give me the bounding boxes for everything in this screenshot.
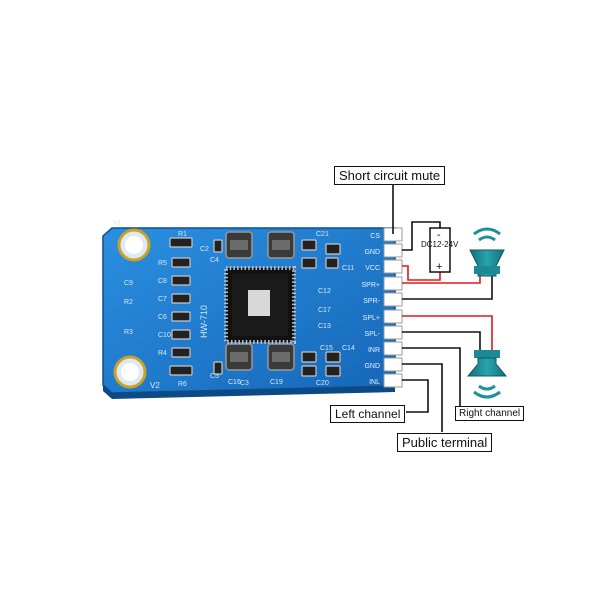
wire-inr (402, 347, 461, 408)
wire-power-positive (402, 265, 441, 281)
inductor (225, 343, 253, 371)
svg-text:C9: C9 (124, 280, 133, 287)
short-circuit-mute-label: Short circuit mute (334, 166, 446, 185)
amplifier-ic-chip: HW-710 (199, 266, 296, 344)
svg-text:C7: C7 (158, 296, 167, 303)
svg-text:C21: C21 (316, 231, 329, 238)
wire-inl (402, 379, 429, 413)
wiring (392, 184, 493, 432)
svg-text:C19: C19 (270, 379, 283, 386)
svg-text:VCC: VCC (365, 265, 380, 272)
pcb-board: V1 V2 R1 R5 R6 C9 C8 C7 C6 C5 C4 C3 C2 C… (102, 220, 403, 399)
sound-wave-icon (478, 384, 496, 391)
svg-text:C12: C12 (318, 288, 331, 295)
svg-text:R4: R4 (158, 350, 167, 357)
wire-spr-minus (402, 276, 493, 300)
wire-power-negative (402, 221, 441, 251)
power-supply: - + (429, 227, 451, 273)
sound-wave-icon (473, 227, 501, 236)
corner-mark-v2: V2 (150, 381, 160, 390)
svg-text:C10: C10 (158, 332, 171, 339)
left-channel-label: Left channel (330, 405, 406, 423)
right-channel-label: Right channel (455, 406, 525, 421)
svg-text:C11: C11 (342, 265, 354, 272)
component-designators: R1 R5 R6 C9 C8 C7 C6 C5 C4 C3 C2 C10 C11… (124, 231, 355, 388)
svg-text:C16: C16 (228, 379, 241, 386)
svg-text:C5: C5 (210, 373, 219, 380)
power-plus-sign: + (436, 261, 442, 273)
power-minus-sign: - (437, 229, 441, 241)
svg-text:C15: C15 (320, 345, 333, 352)
power-supply-voltage-label: DC12-24V (421, 240, 459, 249)
svg-text:SPR-: SPR- (363, 298, 380, 305)
svg-text:C4: C4 (210, 257, 219, 264)
wire-spl-plus (402, 315, 493, 350)
speaker-left (466, 350, 508, 399)
svg-text:SPL+: SPL+ (363, 315, 380, 322)
svg-text:C2: C2 (200, 246, 209, 253)
public-terminal-label: Public terminal (397, 433, 493, 452)
wire-spr-plus (402, 276, 481, 284)
svg-text:C3: C3 (240, 380, 249, 387)
svg-text:C14: C14 (342, 345, 355, 352)
svg-text:C8: C8 (158, 278, 167, 285)
svg-text:C20: C20 (316, 380, 329, 387)
svg-text:GND: GND (364, 363, 380, 370)
wire-input-gnd (402, 363, 443, 432)
inductor (225, 231, 253, 259)
mounting-hole (113, 355, 147, 389)
corner-mark-v1: V1 (113, 220, 122, 227)
svg-text:INL: INL (369, 379, 380, 386)
smd-capacitor-column (213, 239, 341, 377)
svg-text:C13: C13 (318, 323, 331, 330)
inductor (267, 343, 295, 371)
sound-wave-icon (478, 235, 496, 242)
wire-spl-minus (402, 331, 481, 350)
svg-text:SPR+: SPR+ (362, 282, 380, 289)
svg-text:C6: C6 (158, 314, 167, 321)
svg-text:C17: C17 (318, 307, 331, 314)
svg-text:INR: INR (368, 347, 380, 354)
sound-wave-icon (473, 390, 501, 399)
svg-text:R6: R6 (178, 381, 187, 388)
speaker-right (469, 227, 505, 277)
svg-text:R3: R3 (124, 329, 133, 336)
svg-text:GND: GND (364, 249, 380, 256)
mounting-hole (117, 228, 151, 262)
inductor (267, 231, 295, 259)
smd-resistor-column (169, 237, 193, 376)
svg-text:R2: R2 (124, 299, 133, 306)
svg-text:CS: CS (370, 233, 380, 240)
pin-labels: CS GND VCC SPR+ SPR- SPL+ SPL- INR GND I… (362, 233, 381, 386)
svg-text:SPL-: SPL- (364, 331, 380, 338)
board-model-label: HW-710 (199, 305, 209, 338)
svg-text:R1: R1 (178, 231, 187, 238)
svg-text:R5: R5 (158, 260, 167, 267)
